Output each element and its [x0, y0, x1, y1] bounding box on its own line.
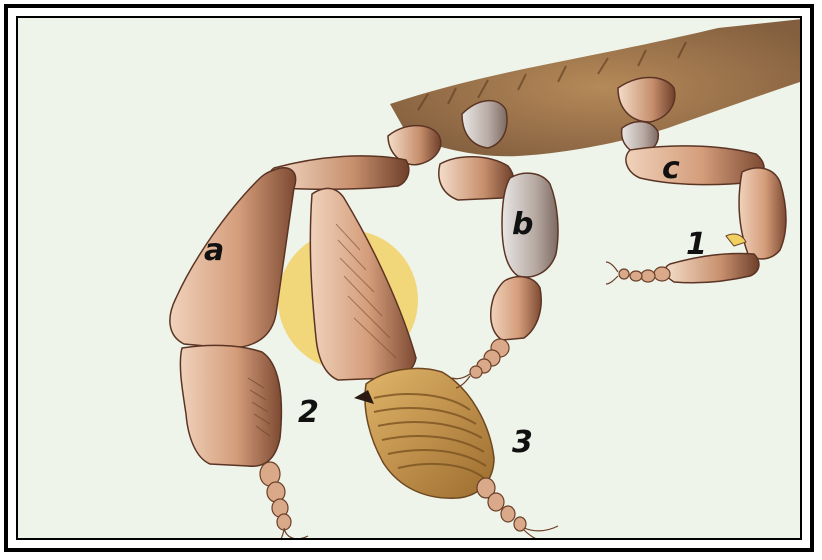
outer-frame: a b c 1 2 3: [4, 4, 814, 552]
leg-b-tarsus: [452, 339, 509, 388]
bee-leg-illustration: a b c 1 2 3: [18, 18, 802, 540]
leg-a-metatarsus: [180, 345, 281, 466]
label-1: 1: [686, 227, 707, 262]
leg-c-tibia: [739, 168, 786, 259]
leg-a-tibia: [170, 168, 296, 348]
leg-b-tibia: [491, 277, 541, 340]
label-b: b: [512, 207, 533, 242]
label-a: a: [204, 233, 224, 268]
label-2: 2: [298, 395, 319, 430]
bee-body-fur: [390, 18, 802, 156]
leg-a-tarsus: [260, 462, 308, 540]
leg-3-tarsus: [477, 478, 558, 540]
illustration-panel: a b c 1 2 3: [16, 16, 802, 540]
label-c: c: [662, 151, 680, 186]
leg-c-metatarsus: [665, 253, 759, 282]
label-3: 3: [512, 425, 533, 460]
leg-b-trochanter: [439, 157, 514, 200]
leg-c-tarsus: [606, 262, 670, 284]
